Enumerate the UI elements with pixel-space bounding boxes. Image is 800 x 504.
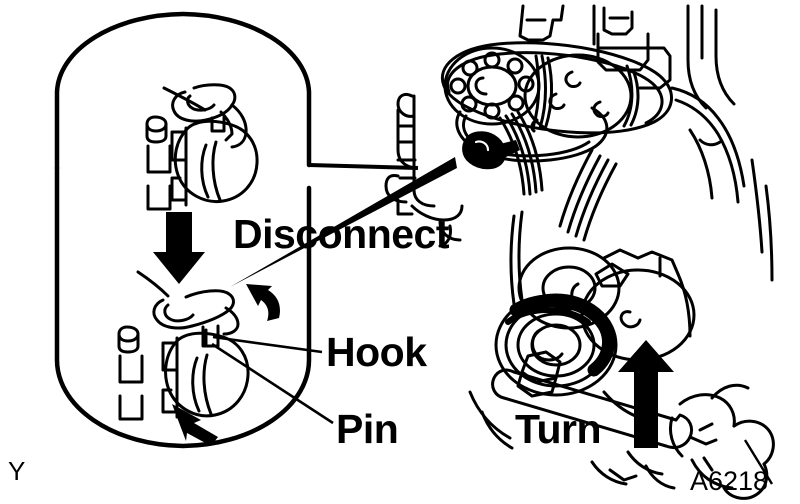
callout-outline [54,11,312,449]
callout-leader-stub [308,163,419,170]
label-pin: Pin [336,406,399,452]
reference-code-leader [743,439,774,485]
push-arrow [172,404,218,446]
hook-leader-line [212,335,323,354]
step-down-arrow [153,212,205,284]
label-turn: Turn [515,406,602,452]
disconnect-leader-line [230,157,457,287]
pin-leader-line [211,342,334,425]
detail-connector-released [117,270,250,421]
figure-reference-code: A6218 [690,466,769,496]
hook-release-arrow [246,284,280,321]
sheet-marker: Y [8,456,26,486]
label-hook: Hook [326,329,427,375]
detail-connector-engaged [145,83,259,211]
label-disconnect: Disconnect [233,211,450,257]
turn-direction-arrow [618,340,674,448]
